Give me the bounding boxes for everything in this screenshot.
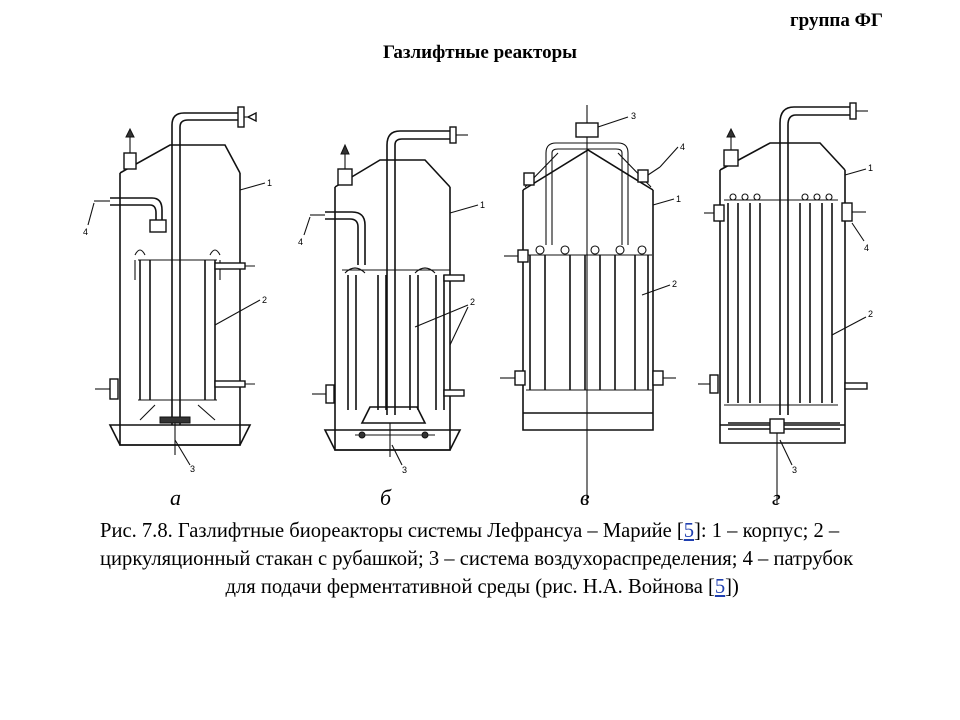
page-title: Газлифтные реакторы: [382, 42, 578, 63]
caption-line1-b: ]: 1 – корпус; 2 –: [694, 518, 840, 542]
panel-label-b: б: [380, 485, 392, 510]
reactor-b: 1 2 3 4 б: [298, 126, 485, 510]
bioreactor-diagram: 1 2 3 4 а: [83, 102, 873, 510]
callout-1-b: 1: [480, 200, 485, 210]
callout-1-g: 1: [868, 163, 873, 173]
callout-1-v: 1: [676, 194, 681, 204]
panel-label-g: г: [772, 485, 781, 510]
caption-ref-link[interactable]: 5: [683, 518, 695, 542]
reactor-v: 3 1 2 4 в: [500, 105, 685, 510]
callout-2-g: 2: [868, 309, 873, 319]
callout-3-b: 3: [402, 465, 407, 475]
panel-label-a: а: [170, 485, 181, 510]
figure-caption: Рис. 7.8. Газлифтные биореакторы системы…: [100, 516, 864, 600]
callout-3-a: 3: [190, 464, 195, 474]
reactor-a: 1 2 3 4 а: [83, 106, 272, 510]
callout-3-g: 3: [792, 465, 797, 475]
reactor-g: 1 4 2 3 г: [698, 102, 873, 510]
panel-label-v: в: [580, 485, 590, 510]
callout-4-b: 4: [298, 237, 303, 247]
callout-4-v: 4: [680, 142, 685, 152]
callout-2-v: 2: [672, 279, 677, 289]
caption-line2: циркуляционный стакан с рубашкой; 3 – си…: [100, 546, 854, 570]
callout-2-a: 2: [262, 295, 267, 305]
caption-line1-a: Рис. 7.8. Газлифтные биореакторы системы…: [100, 518, 684, 542]
caption-ref-link-2[interactable]: 5: [714, 574, 726, 598]
callout-1-a: 1: [267, 178, 272, 188]
group-label: группа ФГ: [790, 10, 883, 31]
callout-4-a: 4: [83, 227, 88, 237]
caption-line3-a: для подачи ферментативной среды (рис. Н.…: [225, 574, 715, 598]
callout-3-v: 3: [631, 111, 636, 121]
caption-line3-b: ]): [725, 574, 739, 598]
callout-4-g: 4: [864, 243, 869, 253]
callout-2-b: 2: [470, 297, 475, 307]
